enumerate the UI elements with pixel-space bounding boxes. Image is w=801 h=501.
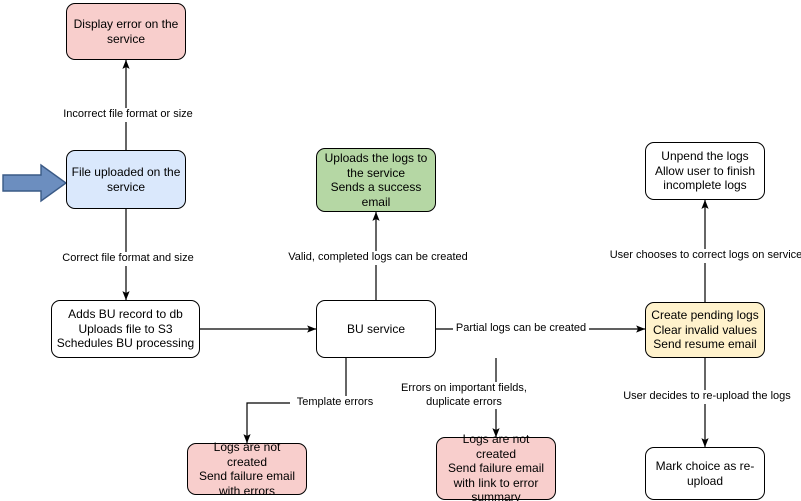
node-unpend-logs[interactable]: Unpend the logs Allow user to finish inc… (645, 142, 765, 200)
edge-label-incorrect-format: Incorrect file format or size (56, 108, 200, 122)
node-create-pending-logs[interactable]: Create pending logs Clear invalid values… (645, 302, 765, 358)
edge-label-user-corrects-logs: User chooses to correct logs on service (606, 249, 801, 263)
node-logs-not-created-errors[interactable]: Logs are not created Send failure email … (187, 440, 307, 498)
input-arrow-icon (2, 163, 68, 203)
node-logs-not-created-summary[interactable]: Logs are not created Send failure email … (436, 432, 556, 501)
node-bu-service[interactable]: BU service (316, 300, 436, 358)
edge-label-valid-completed: Valid, completed logs can be created (282, 251, 474, 265)
node-adds-bu-record[interactable]: Adds BU record to db Uploads file to S3 … (51, 300, 200, 358)
edge-label-errors-important-fields: Errors on important fields, duplicate er… (392, 382, 536, 409)
node-file-uploaded[interactable]: File uploaded on the service (66, 150, 186, 209)
node-uploads-logs[interactable]: Uploads the logs to the service Sends a … (316, 148, 436, 212)
edge-label-user-reupload: User decides to re-upload the logs (617, 390, 797, 404)
edge-label-correct-format: Correct file format and size (56, 252, 200, 266)
node-display-error[interactable]: Display error on the service (66, 3, 186, 60)
edge-label-partial-logs: Partial logs can be created (453, 322, 589, 336)
edge-label-template-errors: Template errors (290, 396, 380, 410)
node-mark-choice-reupload[interactable]: Mark choice as re- upload (645, 447, 765, 500)
